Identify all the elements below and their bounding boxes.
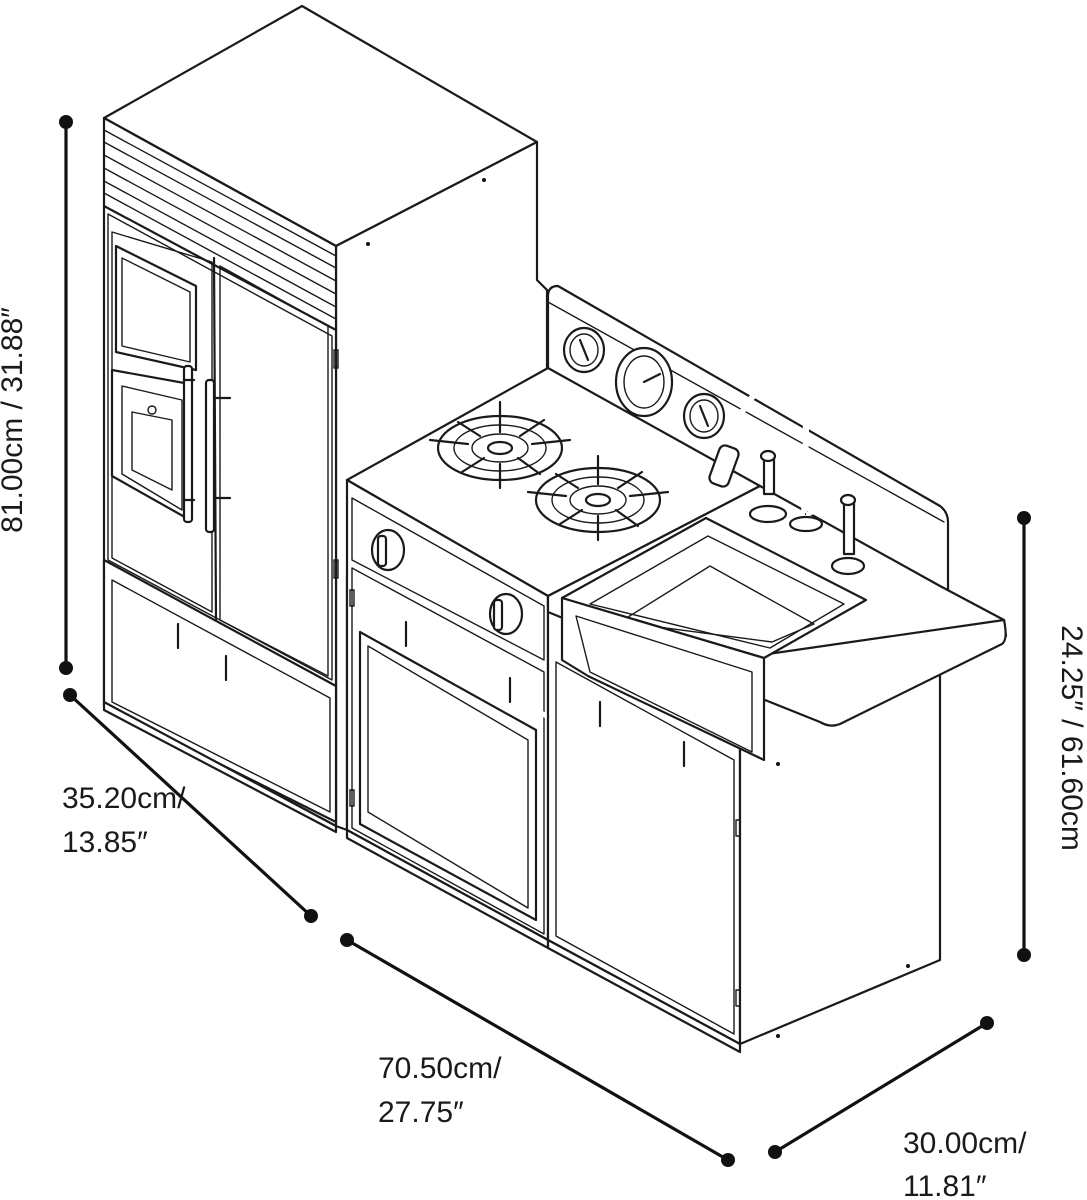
- fridge-drawer-handle: [157, 622, 243, 693]
- timer-dial-right: [682, 392, 726, 440]
- label-depth-counter-cm: 30.00cm/: [903, 1127, 1027, 1160]
- fridge-door-handles: [182, 364, 232, 534]
- stove-unit: [345, 366, 762, 942]
- burner-front: [526, 454, 670, 542]
- sink-unit: [546, 382, 1008, 1046]
- label-height-total: 81.00cm / 31.88″: [0, 307, 29, 533]
- dimension-depth-counter: [768, 1016, 994, 1159]
- dimension-width: [340, 933, 735, 1167]
- sink-faucet: [708, 382, 866, 576]
- oven-knob-right: [488, 592, 524, 636]
- plinths: [102, 700, 742, 1054]
- label-width-in: 27.75″: [378, 1096, 464, 1129]
- oven-knob-left: [370, 528, 406, 572]
- dimension-height-total: [59, 115, 73, 675]
- label-depth-fridge-in: 13.85″: [62, 826, 148, 859]
- label-height-counter: 24.25″ / 61.60cm: [1055, 625, 1087, 851]
- sink-cabinet-handle: [557, 699, 725, 783]
- burner-back: [428, 400, 572, 490]
- timer-dial-left: [562, 326, 606, 374]
- label-depth-counter-in: 11.81″: [903, 1170, 987, 1200]
- refrigerator: [102, 4, 549, 832]
- clock-gauge: [614, 346, 674, 418]
- dimension-height-counter: [1017, 511, 1031, 962]
- dimension-depth-fridge: [63, 688, 318, 923]
- oven-door-handle: [361, 615, 557, 723]
- label-width-cm: 70.50cm/: [378, 1052, 502, 1085]
- label-depth-fridge-cm: 35.20cm/: [62, 782, 186, 815]
